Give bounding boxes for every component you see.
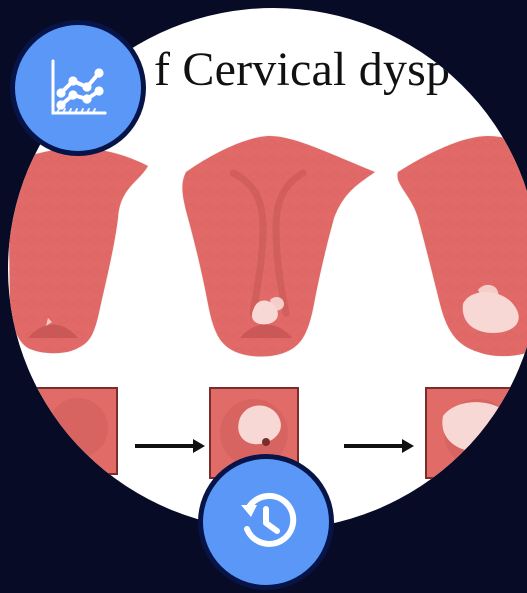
arrow-2 xyxy=(344,439,414,453)
cervix-view-right xyxy=(426,388,527,478)
uterus-right xyxy=(397,136,527,356)
uterus-middle xyxy=(182,136,375,357)
uterus-left xyxy=(8,148,148,353)
history-icon xyxy=(231,487,301,557)
chart-button[interactable] xyxy=(10,20,146,156)
chart-button-inner xyxy=(15,25,141,151)
history-button[interactable] xyxy=(198,454,334,590)
cervix-view-left xyxy=(33,388,117,474)
history-button-inner xyxy=(203,459,329,585)
line-chart-icon xyxy=(45,55,111,121)
arrow-1 xyxy=(135,439,205,453)
